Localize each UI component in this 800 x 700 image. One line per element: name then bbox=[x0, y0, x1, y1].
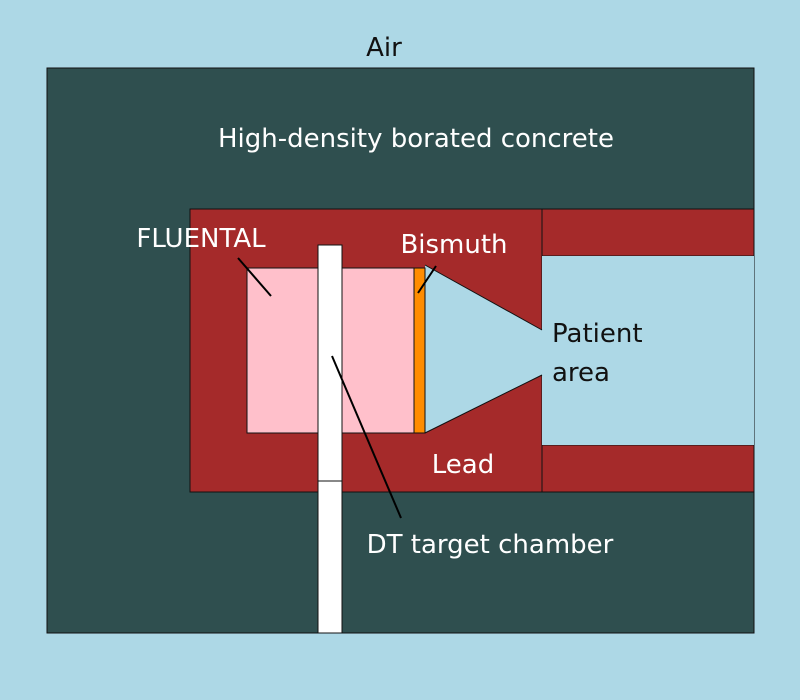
dt-target-chamber bbox=[317, 244, 343, 634]
patient-area-label-line1: Patient bbox=[552, 319, 643, 349]
patient-area-label-line2: area bbox=[552, 358, 610, 388]
bismuth-layer bbox=[413, 267, 426, 434]
chamber-label: DT target chamber bbox=[367, 530, 614, 560]
chamber-leader bbox=[331, 355, 402, 519]
lead-bottom-arm bbox=[541, 444, 755, 493]
fluental-leader bbox=[237, 257, 272, 297]
cone-edge-top bbox=[424, 264, 543, 331]
lead-label: Lead bbox=[432, 450, 494, 480]
patient-opening bbox=[425, 256, 754, 445]
bismuth-leader bbox=[417, 265, 437, 294]
bismuth-label: Bismuth bbox=[400, 230, 507, 260]
lead-top-arm bbox=[541, 208, 755, 257]
air-label: Air bbox=[366, 33, 402, 63]
concrete-label: High-density borated concrete bbox=[218, 124, 614, 154]
cone-edge-bottom bbox=[424, 374, 543, 434]
fluental-label: FLUENTAL bbox=[136, 224, 266, 254]
